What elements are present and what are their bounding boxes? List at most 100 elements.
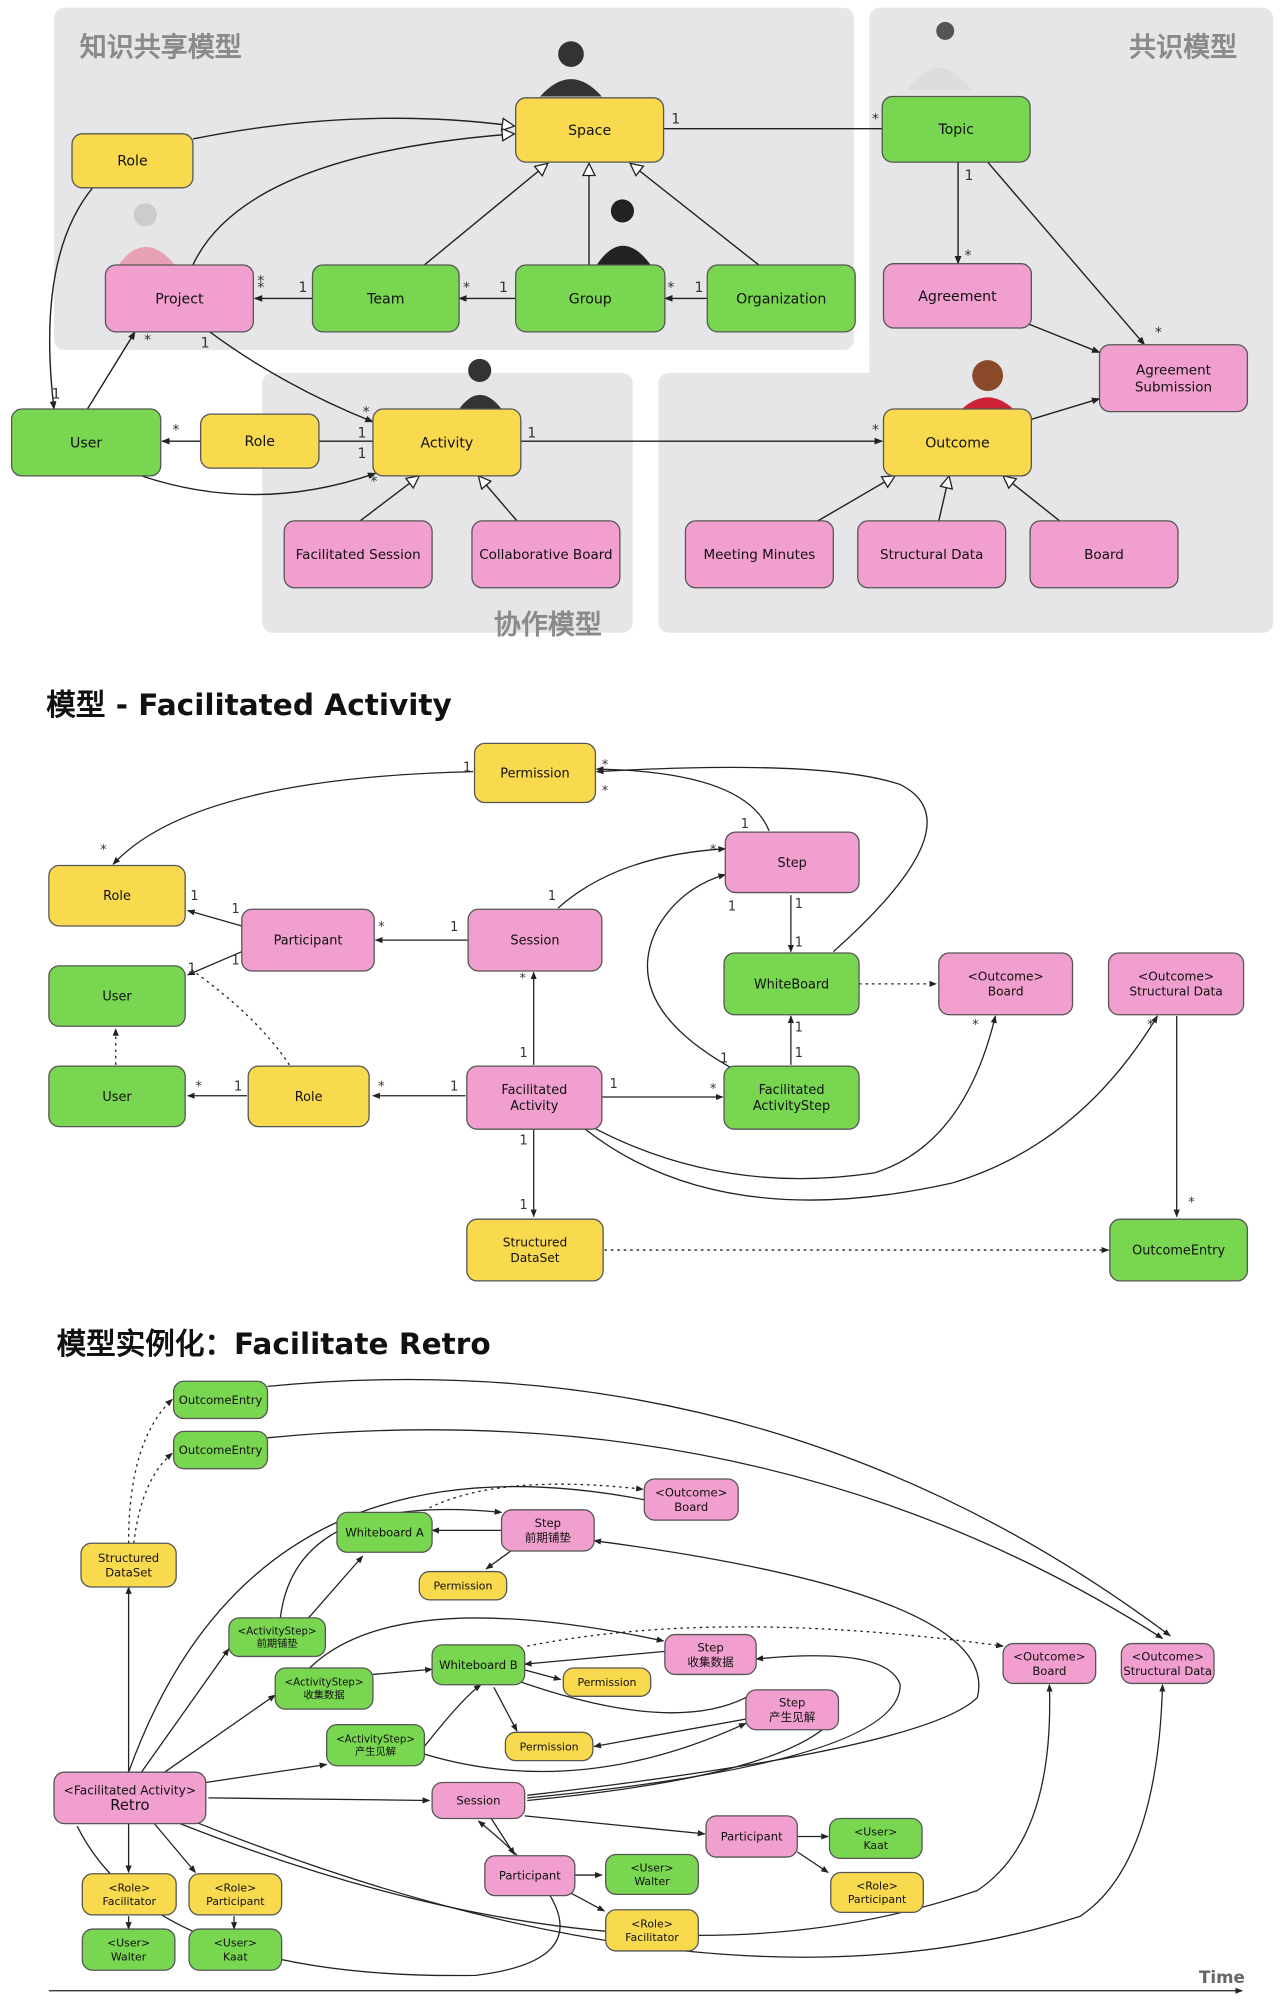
node-label: Participant	[721, 1830, 783, 1844]
node-box	[172, 1430, 269, 1470]
multiplicity-label: *	[710, 843, 717, 858]
node-oe1: OutcomeEntry	[172, 1380, 269, 1420]
node-label: <Facilitated Activity>Retro	[64, 1784, 197, 1814]
edge-line	[588, 1015, 997, 1180]
group-title-knowledge: 知识共享模型	[80, 32, 242, 64]
node-outcome: Outcome	[882, 408, 1033, 477]
edge-line	[796, 1851, 829, 1874]
node-box	[431, 1644, 526, 1686]
person-portrait-icon	[906, 21, 971, 91]
node-org: Organization	[706, 264, 856, 333]
multiplicity-label: *	[370, 474, 377, 490]
node-box	[938, 952, 1074, 1016]
node-user-walter1: <User>Walter	[605, 1853, 699, 1895]
node-box	[188, 1873, 283, 1916]
node-label: Session	[510, 934, 559, 949]
node-label: Board	[1084, 547, 1124, 563]
node-box	[664, 1633, 757, 1676]
multiplicity-label: *	[363, 405, 370, 421]
multiplicity-label: 1	[234, 1080, 242, 1095]
node-retro: <Facilitated Activity>Retro	[53, 1771, 207, 1825]
node-label: Whiteboard B	[439, 1658, 518, 1672]
node-box	[881, 95, 1031, 163]
node-topic: Topic	[881, 95, 1031, 163]
edge-line	[140, 1648, 230, 1773]
node-session: Session	[431, 1781, 526, 1820]
node-label: Structural Data	[880, 547, 983, 563]
node-as1: <ActivityStep>前期铺垫	[228, 1617, 327, 1658]
node-box	[724, 831, 860, 894]
node-box	[515, 264, 666, 333]
node-group: Group	[515, 264, 666, 333]
edge-line	[527, 1538, 980, 1796]
node-user: User	[10, 408, 162, 477]
node-activity: Activity	[372, 408, 522, 477]
node-team: Team	[311, 264, 460, 333]
edge-line	[987, 161, 1146, 346]
node-role-part2: <Role>Participant	[188, 1873, 283, 1916]
node-label: Permission	[433, 1580, 492, 1593]
node-box	[372, 408, 522, 477]
node-oboard-top: <Outcome>Board	[643, 1478, 739, 1521]
multiplicity-label: 1	[450, 920, 458, 935]
multiplicity-label: *	[872, 423, 879, 439]
node-role-fac2: <Role>Facilitator	[605, 1909, 699, 1952]
node-as3: <ActivityStep>产生见解	[326, 1723, 426, 1767]
node-box	[71, 133, 194, 189]
node-label: <ActivityStep>产生见解	[336, 1733, 415, 1758]
node-box	[723, 1065, 860, 1130]
edge-line	[505, 1676, 747, 1714]
time-axis-label: Time	[1199, 1967, 1245, 1987]
multiplicity-label: 1	[548, 889, 556, 904]
edge-line	[595, 766, 928, 953]
node-box	[643, 1478, 739, 1521]
edge-line	[127, 1398, 173, 1544]
node-label: <User>Walter	[630, 1861, 673, 1888]
node-box	[466, 1065, 603, 1130]
edge-line	[153, 1823, 196, 1874]
person-portrait-icon	[540, 41, 602, 97]
edge-line	[187, 951, 243, 976]
multiplicity-label: *	[710, 1082, 717, 1097]
node-label: Group	[569, 291, 612, 307]
node-label: <ActivityStep>收集数据	[285, 1677, 364, 1702]
node-label: Outcome	[925, 435, 989, 451]
multiplicity-label: *	[172, 423, 179, 439]
node-label: OutcomeEntry	[1132, 1244, 1225, 1259]
node-user-kaat2: <User>Kaat	[188, 1928, 283, 1971]
multiplicity-label: *	[257, 280, 264, 296]
multiplicity-label: *	[965, 248, 972, 264]
multiplicity-label: 1	[188, 961, 196, 976]
edge-line	[179, 1683, 1053, 1937]
edge-line	[424, 1722, 747, 1773]
node-box	[10, 408, 162, 477]
node-label: Role	[295, 1090, 323, 1105]
node-box	[199, 413, 320, 469]
edge-line	[493, 1686, 518, 1732]
node-label: <User>Walter	[107, 1937, 150, 1964]
node-role2: Role	[247, 1065, 370, 1128]
node-whiteboard: WhiteBoard	[723, 952, 860, 1016]
node-role-part1: <Role>Participant	[830, 1871, 924, 1913]
node-box	[471, 520, 621, 589]
node-oentry: OutcomeEntry	[1109, 1218, 1249, 1282]
node-box	[484, 1855, 576, 1897]
node-box	[466, 1218, 604, 1282]
edge-line	[524, 1815, 706, 1837]
edge-line	[527, 1626, 1004, 1649]
node-label: Meeting Minutes	[703, 547, 815, 563]
node-label: Organization	[736, 291, 826, 307]
node-label: <Role>Facilitator	[625, 1917, 679, 1944]
edge-line	[630, 163, 760, 266]
node-label: Session	[456, 1794, 500, 1808]
multiplicity-label: *	[602, 758, 609, 773]
multiplicity-label: 1	[298, 280, 307, 296]
node-label: Role	[245, 434, 275, 450]
section-2-title: 模型 - Facilitated Activity	[46, 688, 452, 722]
edge-line	[133, 1452, 173, 1544]
multiplicity-label: 1	[527, 425, 536, 441]
multiplicity-label: 1	[201, 335, 210, 351]
